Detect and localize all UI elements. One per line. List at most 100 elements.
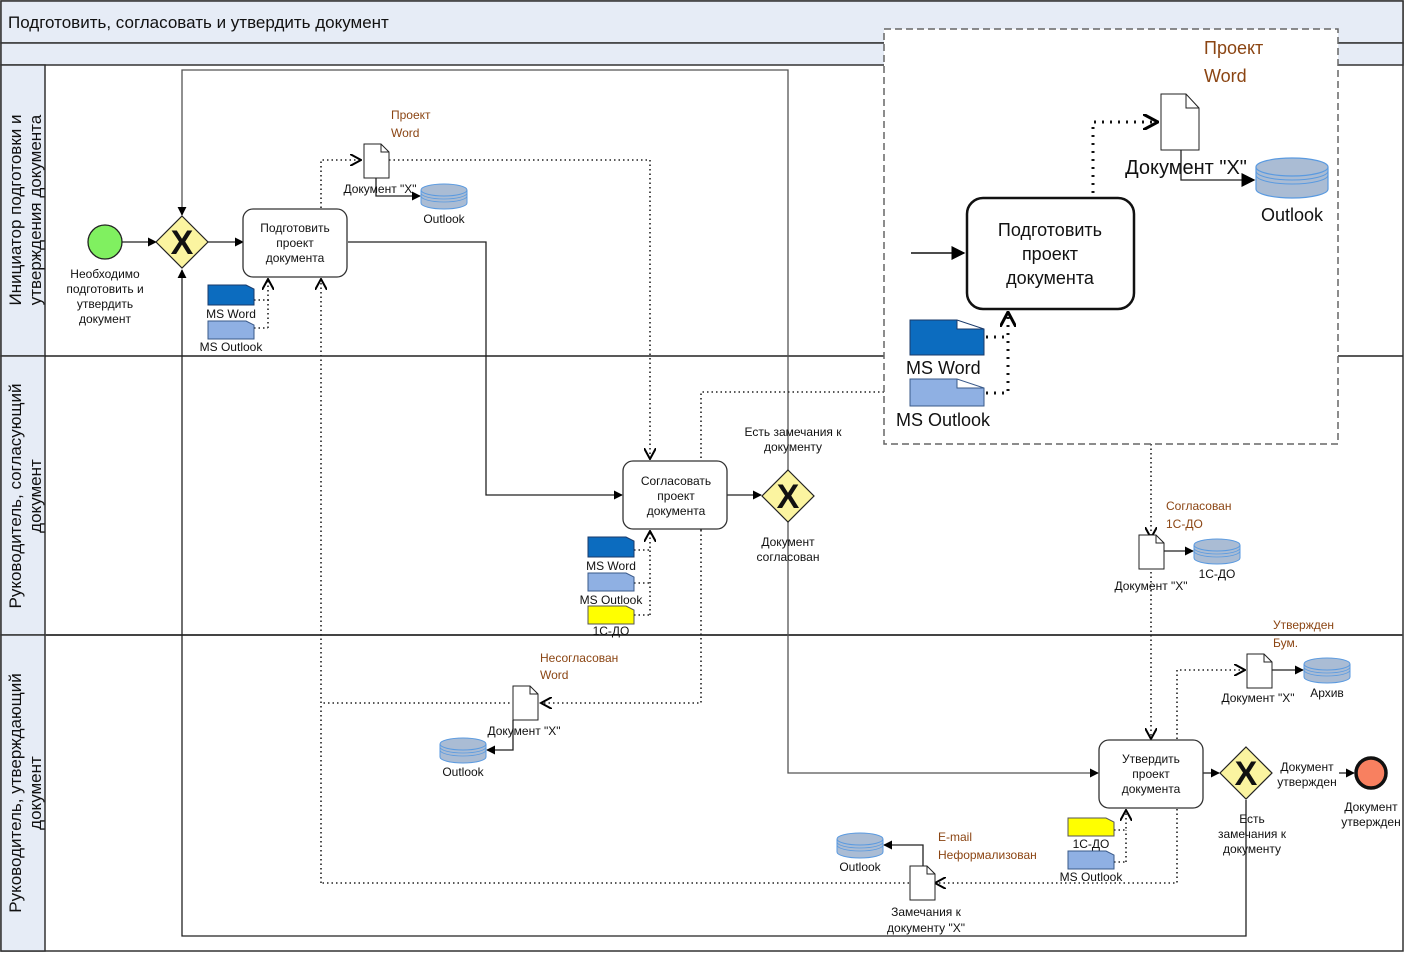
svg-text:проект: проект xyxy=(276,236,314,250)
flow-agreed-to-approve[interactable] xyxy=(787,522,1099,778)
system-1cdo-agree: 1С-ДО xyxy=(587,605,635,638)
svg-text:MS Word: MS Word xyxy=(586,559,636,573)
data-object-doc-prepare[interactable]: Документ "X" Проект Word xyxy=(343,108,431,196)
svg-text:Есть: Есть xyxy=(1239,812,1265,826)
zoom-task-prepare: Подготовить проект документа xyxy=(965,196,1136,311)
end-event-label: Документ xyxy=(1344,800,1398,814)
system-ms-word: MS Word xyxy=(206,284,256,321)
svg-text:документа: документа xyxy=(1006,268,1095,288)
svg-text:утвержден: утвержден xyxy=(1277,775,1336,789)
svg-text:1С-ДО: 1С-ДО xyxy=(1073,837,1110,851)
svg-text:Несогласован: Несогласован xyxy=(540,651,618,665)
ms-word-icon xyxy=(207,284,255,306)
flow-prepare-to-agree[interactable] xyxy=(348,241,623,500)
document-icon xyxy=(1246,653,1273,689)
svg-text:проект: проект xyxy=(657,489,695,503)
assoc-word-to-agree xyxy=(634,531,650,551)
start-event-circle[interactable] xyxy=(87,224,123,260)
data-store-outlook: Outlook xyxy=(420,183,468,226)
svg-text:Документ "X": Документ "X" xyxy=(1221,691,1294,705)
document-icon xyxy=(909,865,936,901)
data-object-doc-agreed[interactable]: Документ "X" Согласован 1С-ДО xyxy=(1114,499,1231,593)
task-approve[interactable]: Утвердить проект документа xyxy=(1098,739,1204,809)
svg-text:1С-ДО: 1С-ДО xyxy=(1166,517,1203,531)
svg-text:Бум.: Бум. xyxy=(1273,636,1298,650)
gateway-agree[interactable]: X Есть замечания к документу Документ со… xyxy=(745,425,843,564)
svg-text:утвердить: утвердить xyxy=(77,297,133,311)
svg-text:Outlook: Outlook xyxy=(1261,205,1324,225)
system-ms-outlook: MS Outlook xyxy=(200,320,264,354)
ms-outlook-icon xyxy=(1067,850,1115,870)
data-store-outlook-rejected: Outlook xyxy=(439,737,487,779)
zoom-document: Документ "X" xyxy=(1125,93,1247,179)
task-prepare[interactable]: Подготовить проект документа xyxy=(242,208,348,278)
pool-title: Подготовить, согласовать и утвердить док… xyxy=(8,13,389,32)
svg-text:Документ: Документ xyxy=(761,535,815,549)
zoom-ms-outlook: MS Outlook xyxy=(896,378,991,430)
document-icon xyxy=(512,685,539,721)
svg-text:Документ: Документ xyxy=(1280,760,1334,774)
data-object-doc-approved[interactable]: Документ "X" Утвержден Бум. xyxy=(1221,618,1334,705)
ms-word-icon xyxy=(587,536,635,558)
svg-text:Архив: Архив xyxy=(1310,686,1344,700)
flow-remarks-back-to-prepare[interactable] xyxy=(177,69,789,470)
svg-text:1С-ДО: 1С-ДО xyxy=(1199,567,1236,581)
task-agree[interactable]: Согласовать проект документа xyxy=(622,460,728,530)
svg-text:документа: документа xyxy=(647,504,706,518)
start-event[interactable]: Необходимо подготовить и утвердить докум… xyxy=(66,224,144,326)
ms-outlook-icon xyxy=(909,378,985,407)
svg-text:документу: документу xyxy=(1223,842,1281,856)
lanes: Инициатор подготовки и утверждения докум… xyxy=(0,64,1403,952)
svg-text:Подготовить: Подготовить xyxy=(998,220,1102,240)
svg-text:Проект: Проект xyxy=(1204,38,1263,58)
lane-approver-label-2: документ xyxy=(26,756,45,830)
data-object-doc-rejected[interactable]: Документ "X" Несогласован Word xyxy=(487,651,618,738)
lane-agreer-label-2: документ xyxy=(26,459,45,533)
1c-do-icon xyxy=(587,605,635,625)
svg-text:MS Word: MS Word xyxy=(906,358,981,378)
svg-text:Word: Word xyxy=(391,126,419,140)
svg-text:Замечания к: Замечания к xyxy=(891,905,962,919)
svg-text:Проект: Проект xyxy=(391,108,431,122)
lane-agreer-label-1: Руководитель, согласующий xyxy=(6,383,25,608)
gateway-x-icon: X xyxy=(171,224,194,262)
svg-text:Утвержден: Утвержден xyxy=(1273,618,1334,632)
svg-text:Документ "X": Документ "X" xyxy=(487,724,560,738)
assoc-approve-to-remarks-doc xyxy=(935,809,1178,883)
document-icon xyxy=(1160,93,1200,151)
svg-text:1С-ДО: 1С-ДО xyxy=(593,624,630,638)
svg-text:MS Outlook: MS Outlook xyxy=(200,340,264,354)
lane-approver-label-1: Руководитель, утверждающий xyxy=(6,673,25,912)
svg-text:Документ "X": Документ "X" xyxy=(1114,579,1187,593)
lane-initiator-label-2: утверждения документа xyxy=(26,114,45,305)
svg-text:Неформализован: Неформализован xyxy=(938,848,1037,862)
flow-approve-remarks-back[interactable] xyxy=(177,269,1247,937)
svg-text:утвержден: утвержден xyxy=(1341,815,1400,829)
gateway-merge[interactable]: X xyxy=(155,215,209,269)
svg-text:Word: Word xyxy=(540,668,568,682)
end-event[interactable]: Документ утвержден xyxy=(1341,756,1401,829)
gateway-approve[interactable]: X Документ утвержден Есть замечания к до… xyxy=(1218,746,1337,856)
svg-text:Согласован: Согласован xyxy=(1166,499,1231,513)
svg-text:документа: документа xyxy=(266,251,325,265)
svg-text:документу: документу xyxy=(764,440,822,454)
zoom-callout: Проект Word Документ "X" Outlook Подгото… xyxy=(883,28,1339,445)
zoom-ms-word: MS Word xyxy=(906,319,985,378)
system-ms-outlook-agree: MS Outlook xyxy=(580,572,643,607)
lane-header-approver xyxy=(0,634,46,952)
svg-text:MS Outlook: MS Outlook xyxy=(896,410,991,430)
svg-text:Outlook: Outlook xyxy=(839,860,881,874)
task-prepare-label: Подготовить xyxy=(260,221,329,235)
svg-text:Word: Word xyxy=(1204,66,1247,86)
gateway-x-icon: X xyxy=(777,478,800,516)
system-1cdo-approve: 1С-ДО xyxy=(1067,817,1115,851)
1c-do-icon xyxy=(1067,817,1115,837)
data-object-remarks[interactable]: Замечания к документу "X" E-mail Неформа… xyxy=(887,830,1037,935)
end-event-circle[interactable] xyxy=(1354,756,1388,790)
lane-initiator-label-1: Инициатор подготовки и xyxy=(6,115,25,306)
document-icon xyxy=(363,143,390,179)
system-ms-word-agree: MS Word xyxy=(586,536,636,573)
task-approve-label: Утвердить xyxy=(1122,752,1180,766)
data-store-flows xyxy=(375,178,1304,866)
